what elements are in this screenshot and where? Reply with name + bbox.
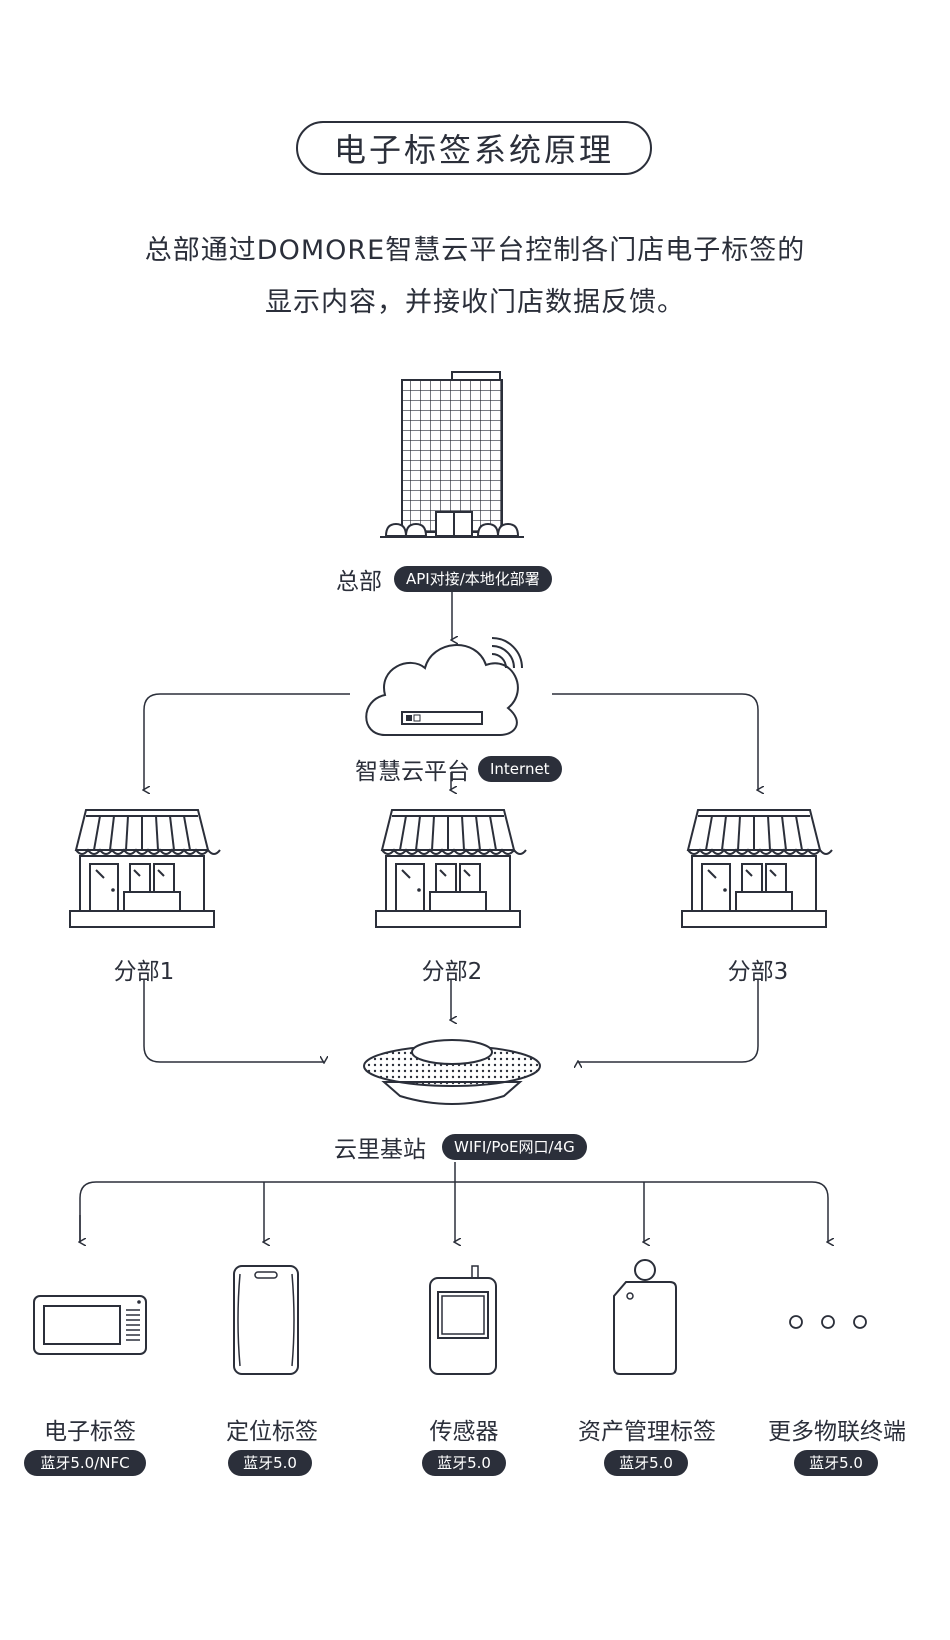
more-devices-icon [789, 1315, 867, 1329]
base-station-label: 云里基站 [334, 1137, 426, 1163]
arrow-branch-1-to-station [143, 980, 324, 1062]
terminal-label-positioning-tag: 定位标签 [226, 1419, 318, 1445]
page-title: 电子标签系统原理 [296, 121, 652, 175]
branch-2-shop-icon [375, 809, 527, 928]
branch-3-shop-icon [681, 809, 833, 928]
cloud-platform-icon [365, 637, 523, 736]
intro-line-2: 显示内容，并接收门店数据反馈。 [265, 287, 685, 318]
terminal-label-e-label: 电子标签 [44, 1419, 136, 1445]
terminal-badge-e-label: 蓝牙5.0/NFC [24, 1450, 146, 1476]
intro-line-1: 总部通过DOMORE智慧云平台控制各门店电子标签的 [144, 235, 806, 266]
terminal-badge-asset-tag: 蓝牙5.0 [604, 1450, 688, 1476]
terminal-label-asset-tag: 资产管理标签 [578, 1419, 716, 1445]
arrow-cloud-to-branch-3 [552, 693, 758, 790]
arrow-branch-3-to-station [578, 980, 759, 1062]
terminal-label-sensor: 传感器 [429, 1419, 499, 1445]
asset-tag-icon [613, 1259, 677, 1375]
headquarters-building-icon [380, 371, 524, 538]
branch-2-label: 分部2 [421, 959, 483, 985]
sensor-icon [429, 1265, 497, 1375]
arrow-cloud-to-branch-1 [144, 693, 350, 790]
cloud-label: 智慧云平台 [355, 759, 470, 785]
e-label-icon [33, 1295, 147, 1355]
terminal-badge-sensor: 蓝牙5.0 [422, 1450, 506, 1476]
positioning-tag-icon [233, 1265, 299, 1375]
branch-3-label: 分部3 [727, 959, 789, 985]
base-station-icon [363, 1039, 541, 1105]
cloud-badge: Internet [478, 756, 562, 782]
headquarters-label: 总部 [336, 569, 382, 595]
branch-1-label: 分部1 [113, 959, 175, 985]
terminal-label-more-devices: 更多物联终端 [768, 1419, 906, 1445]
base-station-badge: WIFI/PoE网口/4G [442, 1134, 587, 1160]
arrows-station-to-terminals [80, 1162, 828, 1242]
terminal-badge-positioning-tag: 蓝牙5.0 [228, 1450, 312, 1476]
terminal-badge-more-devices: 蓝牙5.0 [794, 1450, 878, 1476]
headquarters-badge: API对接/本地化部署 [394, 566, 552, 592]
branch-1-shop-icon [69, 809, 221, 928]
